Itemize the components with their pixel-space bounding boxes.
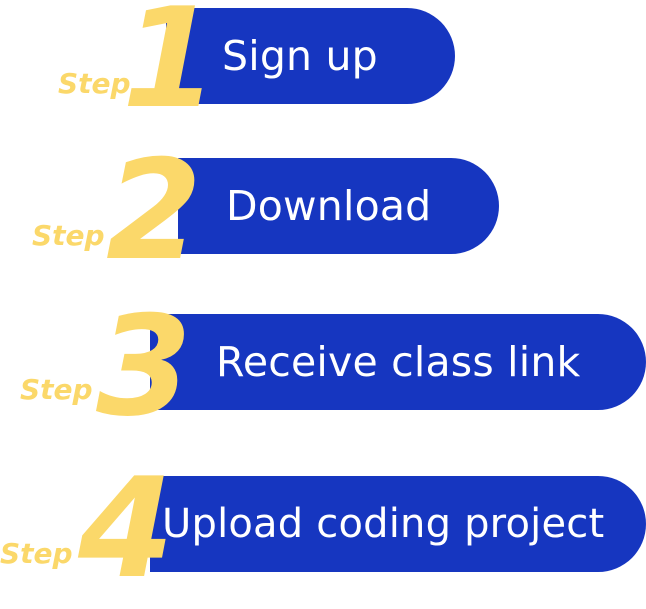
step-4-label: Upload coding project <box>162 501 605 547</box>
step-2: Download 2 Step <box>0 142 646 290</box>
step-2-word: Step <box>32 219 105 252</box>
step-3-word: Step <box>20 373 93 406</box>
step-4: Upload coding project 4 Step <box>0 460 646 608</box>
step-3-number: 3 <box>96 286 193 447</box>
step-1-number: 1 <box>122 0 219 139</box>
step-3-label: Receive class link <box>216 338 581 386</box>
step-3: Receive class link 3 Step <box>0 298 646 446</box>
step-2-label: Download <box>226 182 432 230</box>
step-4-number: 4 <box>78 448 175 609</box>
step-1-pill: Sign up <box>166 8 455 104</box>
step-4-pill: Upload coding project <box>150 476 646 572</box>
step-1-label: Sign up <box>222 32 378 80</box>
step-1-word: Step <box>58 67 131 100</box>
step-1: Sign up 1 Step <box>0 0 646 140</box>
step-3-pill: Receive class link <box>150 314 646 410</box>
step-2-number: 2 <box>106 130 203 291</box>
step-2-pill: Download <box>178 158 499 254</box>
step-4-word: Step <box>0 537 73 570</box>
